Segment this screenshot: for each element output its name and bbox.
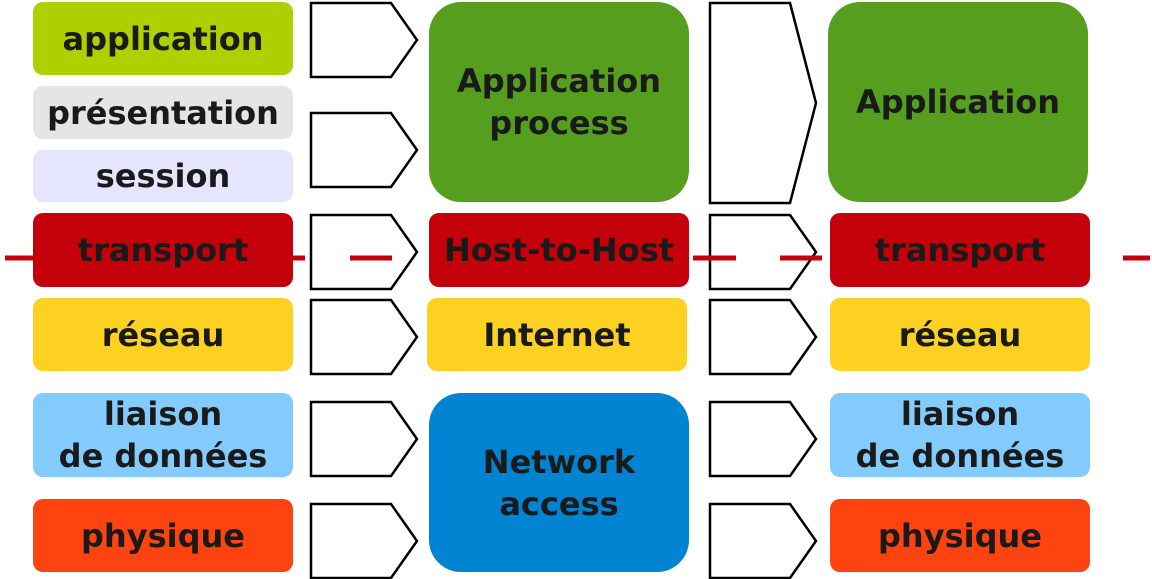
osi-network-layer: réseau <box>33 298 293 371</box>
right-physical-layer: physique <box>830 499 1090 572</box>
right-transport-label: transport <box>874 231 1046 269</box>
arrow-application <box>309 1 419 79</box>
arrow-internet <box>708 298 818 376</box>
tcpip-application-label-line1: Application <box>456 62 662 100</box>
right-data-link-layer: liaison de données <box>830 393 1090 477</box>
osi-network-label: réseau <box>101 315 225 354</box>
tcpip-host-to-host-label: Host-to-Host <box>443 231 675 269</box>
osi-presentation-label: présentation <box>47 93 279 132</box>
osi-physical-label: physique <box>81 516 245 555</box>
tcpip-application-process-layer: Application process <box>429 2 689 202</box>
arrow-physical <box>309 502 419 579</box>
osi-application-label: application <box>62 19 264 58</box>
arrow-network-access-lower <box>708 502 818 579</box>
osi-physical-layer: physique <box>33 499 293 572</box>
right-transport-layer: transport <box>830 213 1090 287</box>
arrow-application-process <box>708 1 818 205</box>
arrow-network-access-upper <box>708 400 818 478</box>
osi-transport-label: transport <box>77 231 249 269</box>
right-application-label: Application <box>855 83 1061 121</box>
osi-data-link-label-line1: liaison <box>103 395 223 433</box>
osi-transport-layer: transport <box>33 213 293 287</box>
tcpip-internet-label: Internet <box>483 315 631 354</box>
osi-presentation-layer: présentation <box>33 86 293 139</box>
tcpip-network-access-layer: Network access <box>429 393 689 572</box>
arrow-network <box>309 298 419 376</box>
right-physical-label: physique <box>878 516 1042 555</box>
tcpip-network-access-label-line2: access <box>499 484 619 523</box>
right-network-label: réseau <box>898 315 1022 354</box>
right-application-layer: Application <box>828 2 1088 202</box>
osi-data-link-label-line2: de données <box>58 437 268 475</box>
tcpip-application-label-line2: process <box>489 104 629 142</box>
arrow-presentation-session <box>309 111 419 189</box>
tcpip-network-access-label-line1: Network <box>482 442 636 481</box>
right-data-link-label-line2: de données <box>855 437 1065 475</box>
osi-session-layer: session <box>33 150 293 202</box>
arrow-host-to-host <box>708 213 818 291</box>
osi-session-label: session <box>95 157 231 195</box>
right-network-layer: réseau <box>830 298 1090 371</box>
osi-application-layer: application <box>33 2 293 75</box>
tcpip-host-to-host-layer: Host-to-Host <box>429 213 689 287</box>
tcpip-internet-layer: Internet <box>427 298 687 371</box>
osi-data-link-layer: liaison de données <box>33 393 293 477</box>
arrow-data-link <box>309 400 419 478</box>
arrow-transport <box>309 213 419 291</box>
right-data-link-label-line1: liaison <box>900 395 1020 433</box>
